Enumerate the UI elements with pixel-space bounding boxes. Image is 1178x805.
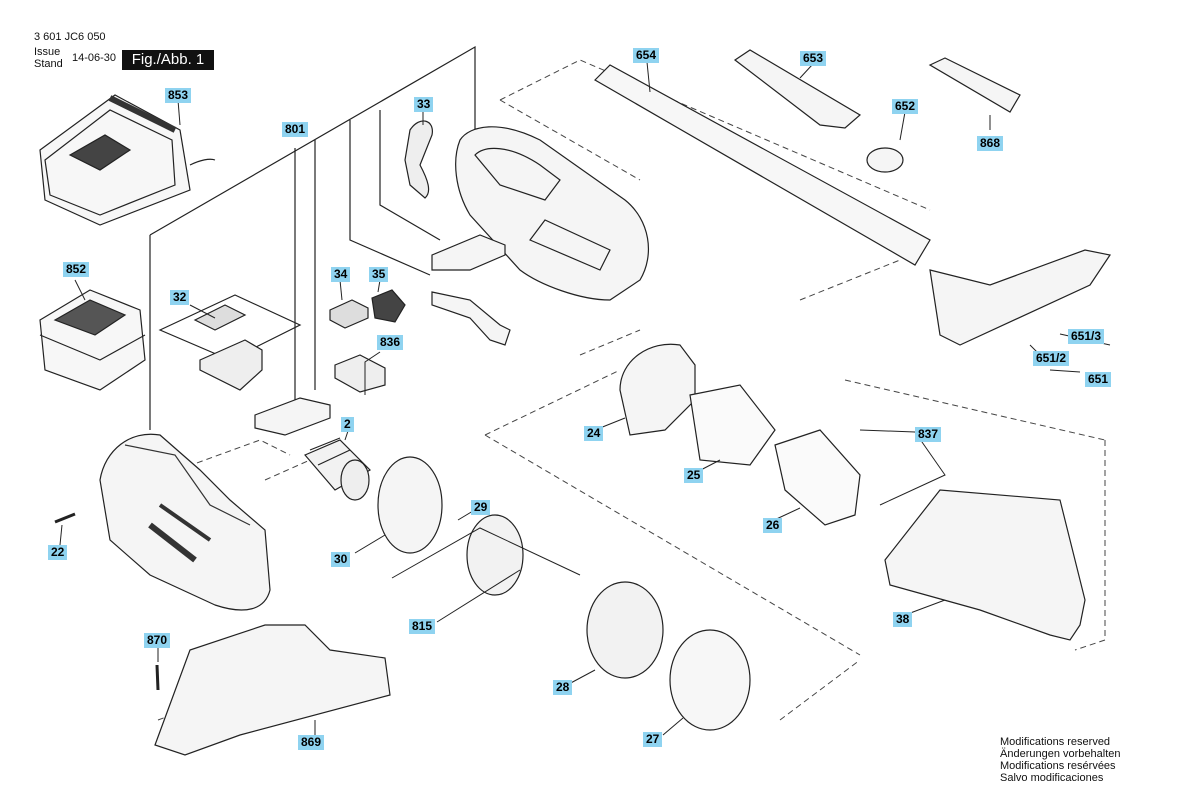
note-es: Salvo modificaciones [1000,772,1104,784]
callout-26: 26 [763,518,783,533]
brush-adapter-part [928,57,1021,113]
screw-870 [155,664,160,691]
note-en: Modifications reserved [1000,736,1111,748]
callout-22: 22 [48,545,68,560]
switch-button-part [371,289,406,323]
strap-part [404,120,433,199]
callout-853: 853 [165,88,192,103]
impeller-part [466,514,524,596]
callout-27: 27 [643,732,663,747]
callout-653: 653 [800,51,827,66]
figure-label: Fig./Abb. 1 [122,50,214,70]
floor-nozzle-part [929,249,1111,346]
callout-29: 29 [471,500,491,515]
filter-ring-part [669,629,751,731]
callout-651-3: 651/3 [1068,329,1105,344]
callout-30: 30 [331,552,351,567]
charger-part [39,94,216,226]
extension-tube-part [594,64,931,266]
callout-836: 836 [377,335,404,350]
issue-label: Issue [34,46,61,58]
callout-38: 38 [893,612,913,627]
callout-654: 654 [633,48,660,63]
housing-shell-part [455,126,649,301]
note-de: Änderungen vorbehalten [1000,748,1121,760]
callout-651-2: 651/2 [1033,351,1070,366]
callout-28: 28 [553,680,573,695]
callout-869: 869 [298,735,325,750]
callout-32: 32 [170,290,190,305]
note-fr: Modifications resérvées [1000,760,1116,772]
filter-cover-part [619,343,696,436]
callout-870: 870 [144,633,171,648]
seal-strip-part [431,291,511,346]
callout-868: 868 [977,136,1004,151]
handle-body-part [99,433,271,611]
base-stand-part [154,624,391,756]
callout-815: 815 [409,619,436,634]
fan-plate-part [377,456,443,554]
callout-25: 25 [684,468,704,483]
assembly-lines [149,45,476,430]
dust-container-part [884,489,1086,641]
motor-part [304,437,371,501]
callout-2: 2 [341,417,354,432]
callout-34: 34 [331,267,351,282]
foam-pad-lower [254,397,331,436]
screw-22 [54,512,76,524]
adapter-ring-part [866,147,904,173]
filter-cage-part [774,429,861,526]
switch-slider-part [329,299,369,329]
callout-837: 837 [915,427,942,442]
stand-label: Stand [34,58,63,70]
modifications-notes: Modifications reserved Änderungen vorbeh… [1000,736,1120,784]
doc-number: 3 601 JC6 050 [34,31,106,43]
foam-pad-part [431,234,506,271]
crevice-tool-part [733,49,862,129]
leader-lines [59,61,1111,740]
issue-date: 14-06-30 [72,52,117,64]
callout-33: 33 [414,97,434,112]
callout-852: 852 [63,262,90,277]
callout-35: 35 [369,267,389,282]
callout-801: 801 [282,122,309,137]
callout-652: 652 [892,99,919,114]
callout-651: 651 [1085,372,1112,387]
callout-24: 24 [584,426,604,441]
battery-part [39,289,146,391]
label-plate-part [158,294,302,391]
filter-cup-part [586,581,664,679]
switch-module-part [334,354,386,393]
pleated-filter-part [689,384,776,466]
